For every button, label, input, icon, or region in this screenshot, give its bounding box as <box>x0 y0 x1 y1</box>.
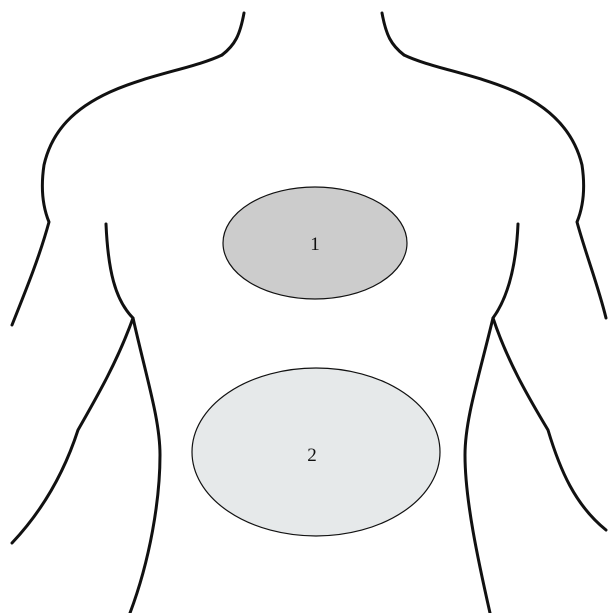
right-torso-side <box>465 224 518 613</box>
neck-left-line <box>222 13 244 55</box>
left-torso-side <box>106 224 160 613</box>
left-shoulder-arm-outline <box>12 55 222 325</box>
region-1-label: 1 <box>310 234 320 255</box>
left-arm-inner-line <box>12 318 133 543</box>
region-2: 2 <box>192 368 440 536</box>
neck-right-line <box>382 13 404 55</box>
right-arm-inner-line <box>493 318 606 530</box>
region-2-label: 2 <box>307 445 317 466</box>
region-1: 1 <box>223 187 407 299</box>
right-shoulder-arm-outline <box>404 55 606 318</box>
